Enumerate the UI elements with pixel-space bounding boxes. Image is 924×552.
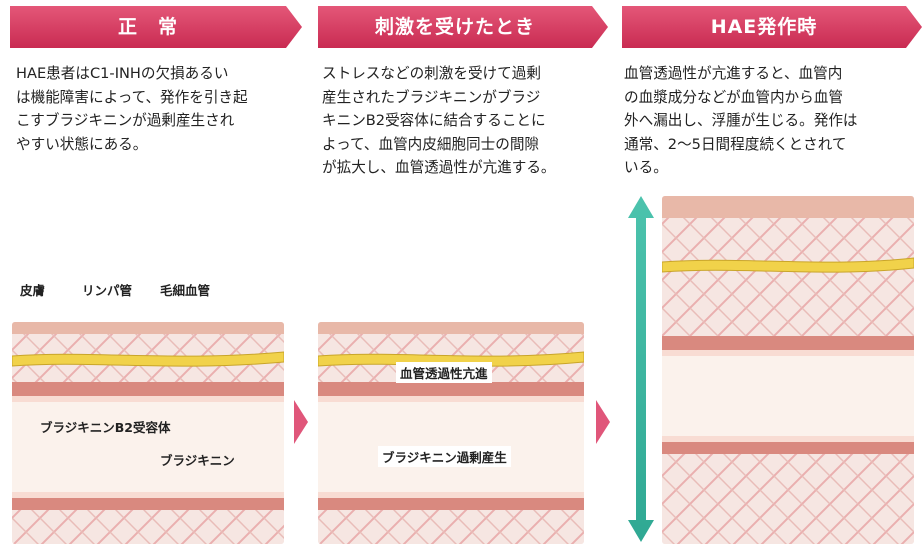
column-normal: 正 常 HAE患者はC1-INHの欠損あるい は機能障害によって、発作を引き起 … xyxy=(10,0,302,552)
diagram-normal xyxy=(12,322,284,544)
column-stimulus: 刺激を受けたとき ストレスなどの刺激を受けて過剰 産生されたブラジキニンがブラジ… xyxy=(318,0,608,552)
label-capillary: 毛細血管 xyxy=(160,283,211,298)
header-attack: HAE発作時 xyxy=(622,6,922,48)
label-receptor: ブラジキニンB2受容体 xyxy=(40,420,171,435)
column-attack: HAE発作時 血管透過性が亢進すると、血管内 の血漿成分などが血管内から血管 外… xyxy=(622,0,922,552)
diagram-stimulus xyxy=(318,322,584,544)
description-line: よって、血管内皮細胞同士の間隙 xyxy=(322,135,540,153)
tissue-illustration xyxy=(12,322,284,544)
label-permeability: 血管透過性亢進 xyxy=(396,362,492,383)
tissue-illustration xyxy=(318,322,584,544)
double-arrow-icon xyxy=(628,196,654,542)
description-line: やすい状態にある。 xyxy=(16,135,148,153)
description-line: の血漿成分などが血管内から血管 xyxy=(624,88,843,106)
description-line: HAE患者はC1-INHの欠損あるい xyxy=(16,65,229,82)
header-stimulus: 刺激を受けたとき xyxy=(318,6,608,48)
description: HAE患者はC1-INHの欠損あるい は機能障害によって、発作を引き起 こすブラ… xyxy=(16,62,302,156)
description-line: 産生されたブラジキニンがブラジ xyxy=(322,88,541,106)
header-title: 刺激を受けたとき xyxy=(374,16,535,38)
header-arrow-shape xyxy=(622,6,922,48)
chevron-right-icon xyxy=(294,400,308,444)
description: 血管透過性が亢進すると、血管内 の血漿成分などが血管内から血管 外へ漏出し、浮腫… xyxy=(624,62,920,180)
description-line: 外へ漏出し、浮腫が生じる。発作は xyxy=(624,112,858,129)
description-line: 通常、2〜5日間程度続くとされて xyxy=(624,135,847,153)
header-title: HAE発作時 xyxy=(710,16,818,38)
label-lymph: リンパ管 xyxy=(82,283,133,298)
label-bradykinin: ブラジキニン xyxy=(160,453,235,468)
description-line: 血管透過性が亢進すると、血管内 xyxy=(624,65,843,82)
diagram-attack xyxy=(662,196,914,544)
tissue-illustration xyxy=(662,196,914,544)
header-normal: 正 常 xyxy=(10,6,302,48)
header-title: 正 常 xyxy=(117,16,178,38)
header-arrow-shape xyxy=(10,6,302,48)
header-arrow-shape xyxy=(318,6,608,48)
description-line: いる。 xyxy=(624,159,668,176)
description-line: キニンB2受容体に結合することに xyxy=(322,112,546,129)
description-line: は機能障害によって、発作を引き起 xyxy=(16,88,248,106)
description-line: こすブラジキニンが過剰産生され xyxy=(16,112,235,129)
description-line: ストレスなどの刺激を受けて過剰 xyxy=(322,65,541,82)
label-skin: 皮膚 xyxy=(20,283,46,298)
label-overproduction: ブラジキニン過剰産生 xyxy=(378,446,511,467)
description-line: が拡大し、血管透過性が亢進する。 xyxy=(322,159,556,176)
chevron-right-icon xyxy=(596,400,610,444)
description: ストレスなどの刺激を受けて過剰 産生されたブラジキニンがブラジ キニンB2受容体… xyxy=(322,62,606,180)
